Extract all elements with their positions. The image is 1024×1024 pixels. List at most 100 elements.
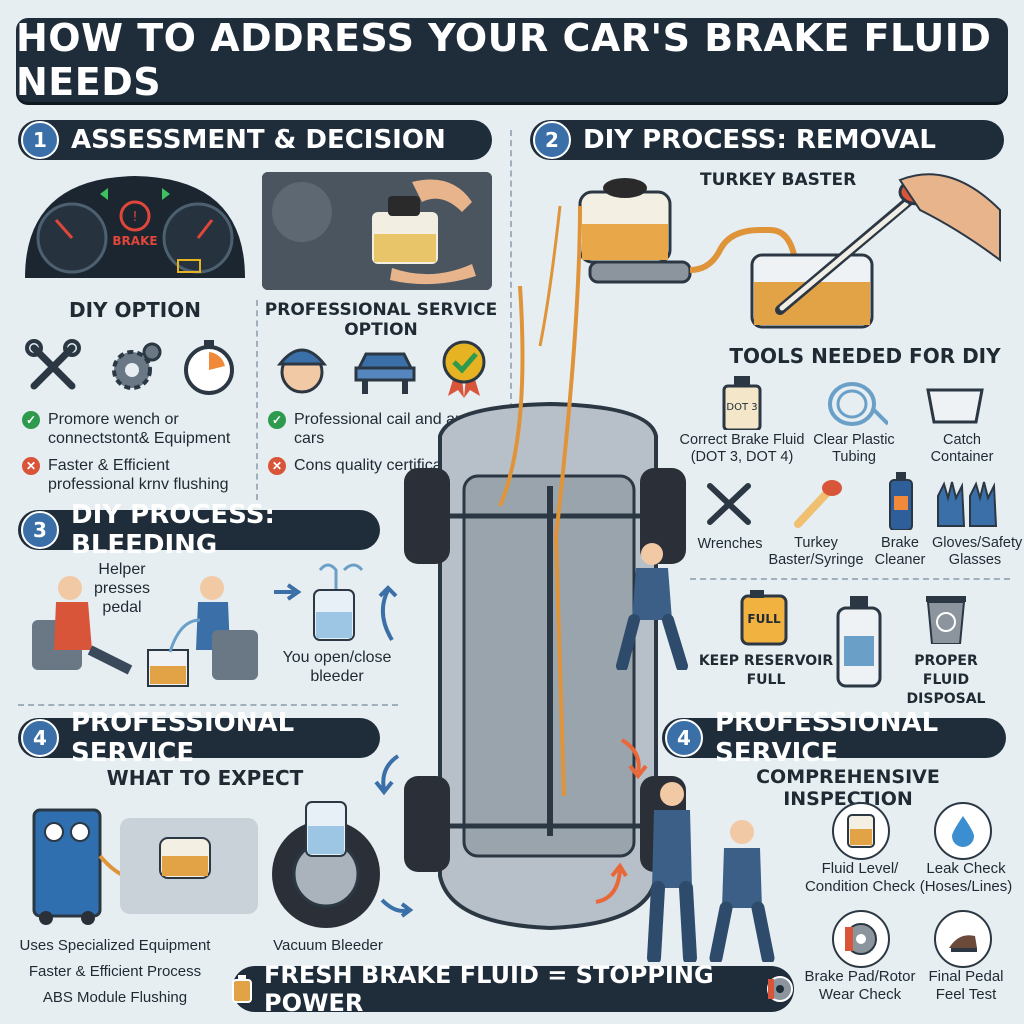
section-2-title: DIY PROCESS: REMOVAL	[583, 125, 936, 155]
section-4-left-number: 4	[21, 719, 59, 757]
section-3-header: 3 DIY PROCESS: BLEEDING	[18, 500, 380, 560]
bleeding-illustration	[30, 560, 260, 692]
tool-label-gloves: Gloves/Safety Glasses	[932, 535, 1023, 568]
page-title: HOW TO ADDRESS YOUR CAR'S BRAKE FLUID NE…	[16, 16, 1008, 104]
fluid-jug-icon	[836, 596, 882, 688]
section-4-right-title: PROFESSIONAL SERVICE	[715, 708, 939, 768]
arrow-up-icon	[372, 584, 408, 644]
abs-label: ABS Module Flushing	[42, 989, 188, 1006]
certificate-badge-icon	[438, 338, 490, 402]
gloves-icon	[934, 476, 1000, 528]
section-3-title: DIY PROCESS: BLEEDING	[71, 500, 275, 560]
arrow-right-icon	[380, 896, 414, 920]
pro-icons	[268, 334, 498, 398]
helper-label: Helper presses pedal	[93, 561, 151, 616]
section-1-number: 1	[21, 121, 59, 159]
pro-pro-item: ✓ Professional cail and are cars	[268, 410, 493, 448]
section-1-divider	[256, 300, 258, 500]
engine-bay-illustration	[120, 818, 258, 914]
turkey-baster-label: TURKEY BASTER	[700, 170, 857, 190]
removal-illustration	[570, 170, 1010, 330]
section-4-left-header: 4 PROFESSIONAL SERVICE	[18, 708, 380, 768]
you-label: You open/close bleeder	[282, 649, 392, 685]
diy-pro-text: Promore wench or connectstont& Equipment	[48, 411, 231, 447]
diy-option-heading: DIY OPTION	[69, 298, 201, 322]
tool-label-baster: Turkey Baster/Syringe	[768, 535, 864, 568]
full-badge: FULL	[747, 612, 781, 626]
section-1-title: ASSESSMENT & DECISION	[71, 125, 446, 155]
leak-drop-icon	[934, 802, 992, 860]
arrow-down-icon	[372, 752, 404, 796]
x-icon: ✕	[22, 457, 40, 475]
section-4-right-header: 4 PROFESSIONAL SERVICE	[662, 708, 1006, 768]
tool-label-brake-fluid: Correct Brake Fluid (DOT 3, DOT 4)	[679, 432, 805, 465]
pro-option-heading: PROFESSIONAL SERVICE OPTION	[264, 300, 498, 340]
section-4-right-number: 4	[665, 719, 703, 757]
tool-label-catch: Catch Container	[930, 432, 994, 465]
stopwatch-icon	[180, 338, 238, 400]
tubing-icon	[822, 378, 890, 428]
tools-divider	[690, 578, 1010, 580]
pedal-test-label: Final Pedal Feel Test	[928, 968, 1004, 1003]
brake-cleaner-icon	[886, 472, 916, 531]
equipment-label: Uses Specialized Equipment	[19, 937, 211, 954]
fluid-level-icon	[832, 802, 890, 860]
tool-label-tubing: Clear Plastic Tubing	[813, 432, 895, 465]
technician-figure	[706, 818, 778, 965]
check-icon: ✓	[22, 411, 40, 429]
brake-rotor-icon	[832, 910, 890, 968]
diy-con-text: Faster & Efficient professional krnv flu…	[48, 457, 229, 493]
tools-heading: TOOLS NEEDED FOR DIY	[729, 344, 1001, 368]
arrow-down-icon	[618, 736, 648, 780]
process-label: Faster & Efficient Process	[28, 963, 202, 980]
section-2-header: 2 DIY PROCESS: REMOVAL	[530, 120, 1004, 160]
rotor-wear-label: Brake Pad/Rotor Wear Check	[804, 968, 916, 1003]
fluid-bottle-icon	[232, 975, 252, 1003]
dot-badge: DOT 3	[726, 402, 758, 413]
footer-banner: FRESH BRAKE FLUID = STOPPING POWER	[232, 961, 794, 1017]
mechanic-icon	[272, 336, 332, 402]
section-2-number: 2	[533, 121, 571, 159]
reservoir-check-illustration	[262, 172, 492, 290]
vacuum-bleeder-label: Vacuum Bleeder	[273, 937, 383, 954]
inspection-heading: COMPREHENSIVE INSPECTION	[756, 766, 940, 810]
section-4-left-title: PROFESSIONAL SERVICE	[71, 708, 295, 768]
what-to-expect-heading: WHAT TO EXPECT	[106, 766, 304, 790]
section-1-2-divider	[510, 130, 512, 490]
section-1-header: 1 ASSESSMENT & DECISION	[18, 120, 492, 160]
brake-warning-text: BRAKE	[112, 234, 158, 248]
diy-pro-item: ✓ Promore wench or connectstont& Equipme…	[22, 410, 252, 448]
tool-label-wrenches: Wrenches	[697, 536, 763, 552]
car-underside-illustration	[380, 176, 710, 966]
tool-label-cleaner: Brake Cleaner	[874, 535, 926, 568]
bleeder-jar-icon	[304, 560, 370, 644]
diy-icons	[20, 334, 250, 398]
car-lift-icon	[350, 340, 420, 398]
arrow-right-icon	[272, 582, 302, 602]
dashboard-illustration: ! BRAKE	[20, 168, 250, 288]
vacuum-bleeder-illustration	[266, 796, 396, 932]
reservoir-full-icon: FULL	[736, 590, 792, 646]
footer-text: FRESH BRAKE FLUID = STOPPING POWER	[264, 961, 714, 1017]
gear-icon	[104, 338, 164, 402]
section-3-number: 3	[21, 511, 59, 549]
wrenches-icon	[702, 478, 756, 528]
technician-figure	[632, 778, 712, 965]
turkey-baster-icon	[790, 474, 846, 530]
brake-fluid-bottle-icon: DOT 3	[720, 376, 764, 432]
pro-pro-text: Professional cail and are cars	[294, 411, 470, 447]
recycle-bin-icon	[924, 594, 968, 645]
keep-full-label: KEEP RESERVOIR FULL	[698, 653, 834, 688]
arrow-up-icon	[592, 862, 628, 906]
technician-figure	[612, 540, 692, 672]
diy-con-item: ✕ Faster & Efficient professional krnv f…	[22, 456, 252, 494]
fluid-level-label: Fluid Level/ Condition Check	[804, 860, 916, 895]
disposal-label: PROPER FLUID DISPOSAL	[906, 653, 986, 707]
section-3-divider	[18, 704, 398, 706]
svg-text:!: !	[132, 210, 137, 225]
check-icon: ✓	[268, 411, 286, 429]
wrench-icon	[24, 338, 82, 400]
pedal-icon	[934, 910, 992, 968]
leak-check-label: Leak Check (Hoses/Lines)	[919, 860, 1013, 895]
x-icon: ✕	[268, 457, 286, 475]
